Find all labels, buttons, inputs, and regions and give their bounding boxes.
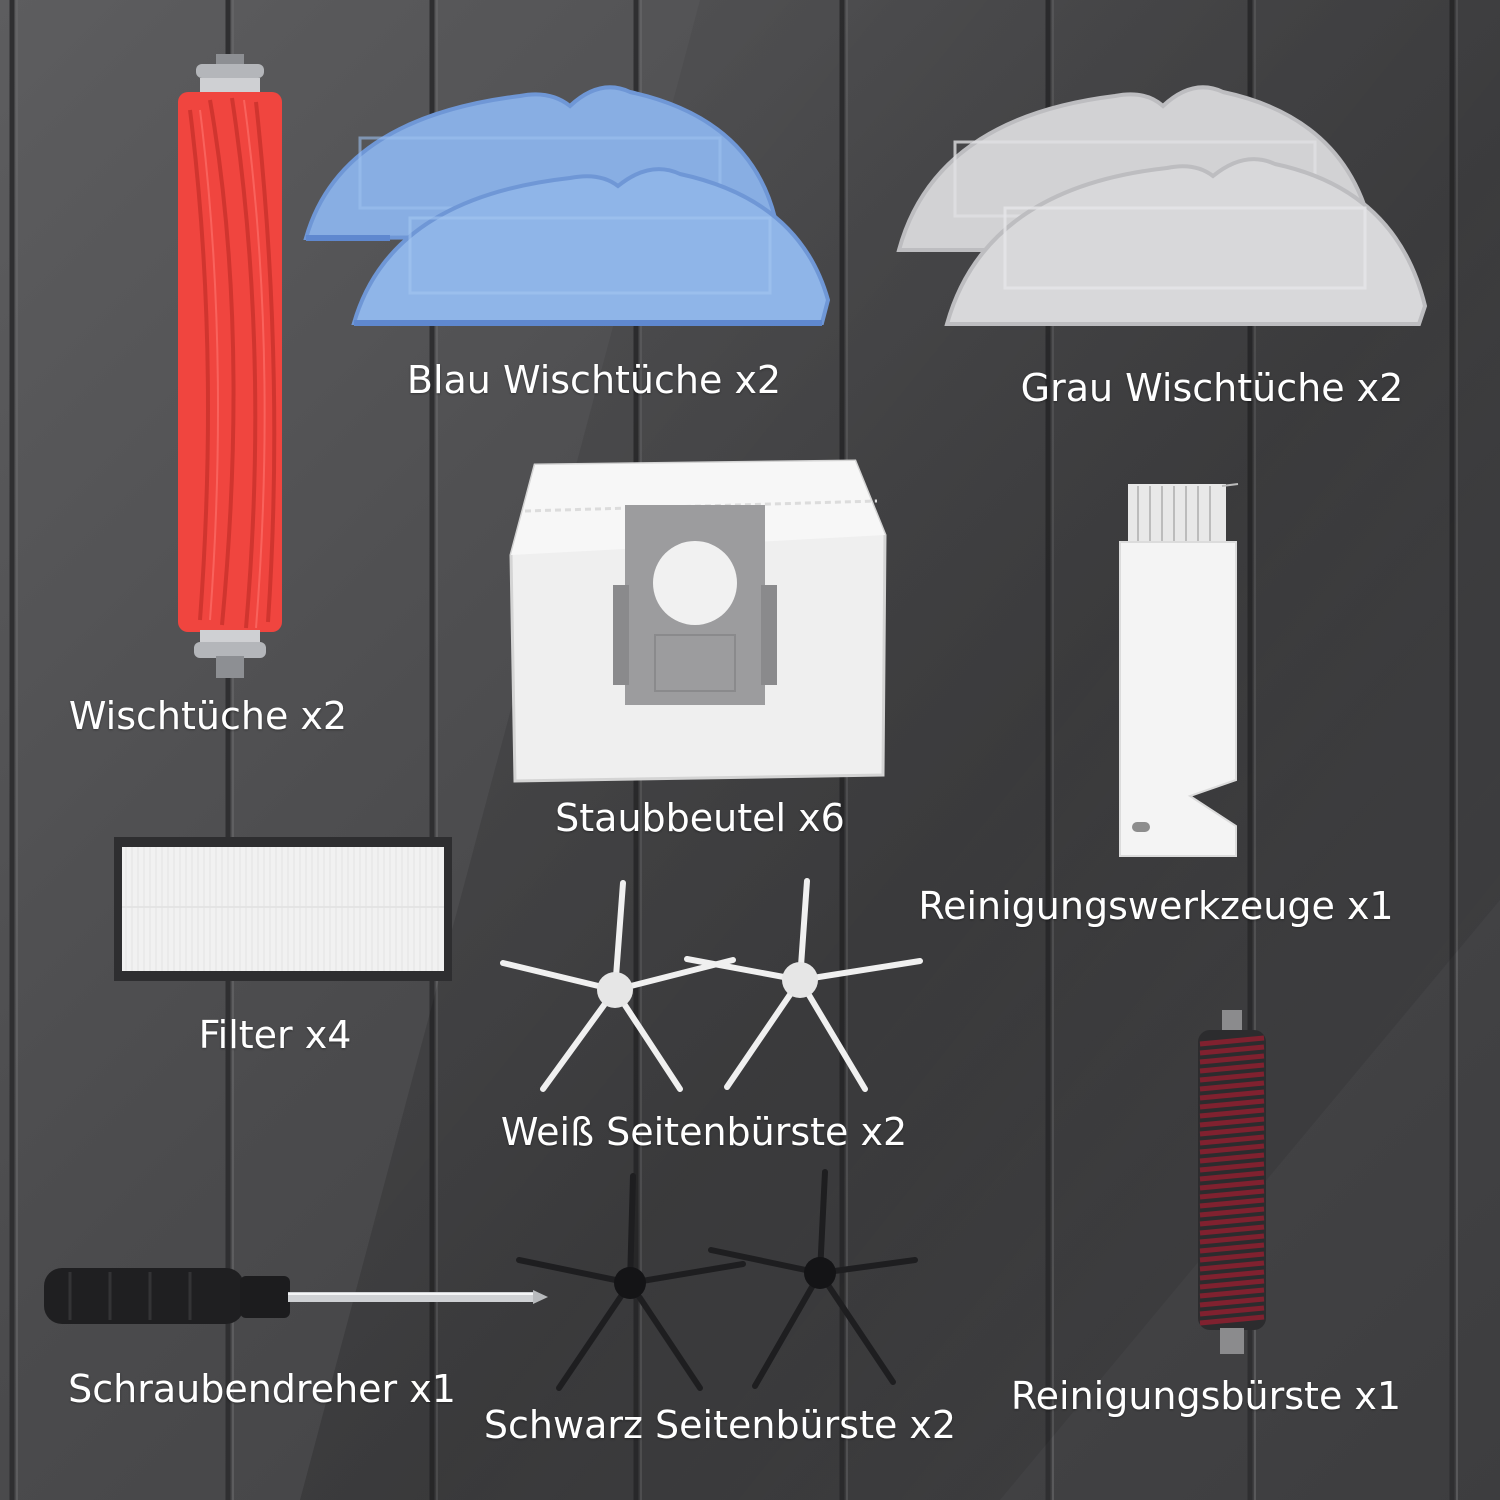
cleaning-tool-image — [1119, 483, 1239, 857]
label-main-roller-brush: Wischtüche x2 — [68, 694, 348, 738]
main-roller-brush-image — [178, 54, 282, 678]
blue-mop-pads-image — [303, 85, 831, 326]
label-screwdriver: Schraubendreher x1 — [68, 1367, 456, 1411]
label-hepa-filter: Filter x4 — [198, 1013, 352, 1057]
label-grey-mop-pads: Grau Wischtüche x2 — [1020, 366, 1404, 410]
white-side-brushes-image — [500, 878, 923, 1092]
label-cleaning-tool: Reinigungswerkzeuge x1 — [918, 884, 1394, 928]
black-side-brushes-image — [516, 1169, 918, 1391]
dust-bag-image — [509, 459, 887, 783]
label-white-side-brushes: Weiß Seitenbürste x2 — [500, 1110, 908, 1154]
cleaning-roller-brush-image — [1198, 1010, 1266, 1354]
label-black-side-brushes: Schwarz Seitenbürste x2 — [483, 1403, 957, 1447]
label-cleaning-roller-brush: Reinigungsbürste x1 — [1010, 1374, 1402, 1418]
hepa-filter-image — [114, 837, 452, 981]
label-blue-mop-pads: Blau Wischtüche x2 — [406, 358, 782, 402]
label-dust-bag: Staubbeutel x6 — [555, 796, 845, 840]
grey-mop-pads-image — [896, 85, 1428, 326]
screwdriver-image — [44, 1268, 548, 1324]
